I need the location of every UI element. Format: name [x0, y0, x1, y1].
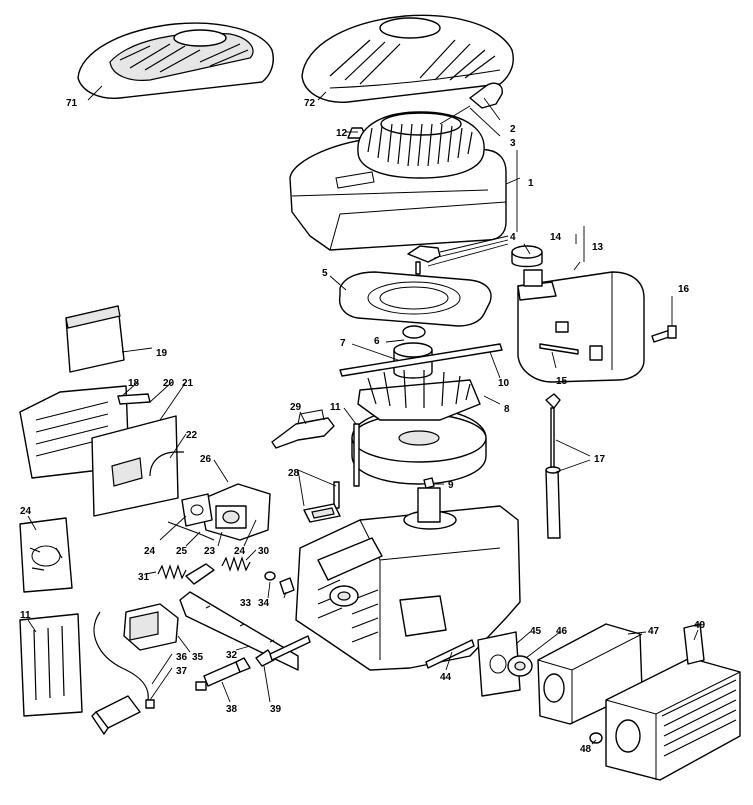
callout-13: 13: [592, 242, 604, 253]
starter-pawls-4: [407, 245, 441, 275]
callout-24-b: 24: [234, 546, 246, 557]
callout-8: 8: [504, 404, 510, 415]
callout-72: 72: [304, 98, 316, 109]
exhaust-plate-46: [507, 655, 533, 677]
exhaust-stud-44: [425, 639, 475, 669]
leader-lines: [27, 85, 699, 745]
callout-44: 44: [440, 672, 452, 683]
dipstick-17: [545, 393, 561, 539]
callout-31: 31: [138, 572, 150, 583]
callout-46: 46: [556, 626, 568, 637]
callout-38: 38: [226, 704, 238, 715]
flywheel-nut-6: [402, 325, 426, 339]
callout-6: 6: [374, 336, 380, 347]
callout-28: 28: [288, 468, 300, 479]
engine-block: [295, 487, 521, 671]
muffler-guard-49: [605, 623, 741, 781]
carburetor-gasket-24: [181, 493, 213, 527]
callout-10: 10: [498, 378, 510, 389]
callouts: 71 72 12 2 3 1 4 5 6 7 10 8 9 11 29 28 1…: [20, 98, 706, 755]
bracket-29: [271, 409, 335, 449]
screw-48: [589, 732, 603, 744]
callout-35: 35: [192, 652, 204, 663]
callout-29: 29: [290, 402, 302, 413]
gasket-set-24: [19, 517, 73, 593]
flywheel-screen-5: [338, 271, 492, 327]
callout-24-a: 24: [144, 546, 156, 557]
callout-11-b: 11: [20, 610, 31, 621]
callout-26: 26: [200, 454, 212, 465]
rod-10: [339, 343, 503, 377]
fuel-tank-13: [517, 269, 645, 383]
callout-21: 21: [182, 378, 194, 389]
callout-5: 5: [322, 268, 328, 279]
starter-handle-2: [439, 82, 503, 125]
spring-31: [157, 564, 187, 580]
fuel-fitting-15: [539, 343, 579, 355]
spring-30: [221, 556, 251, 572]
governor-link-25: [167, 521, 215, 541]
callout-49: 49: [694, 620, 706, 631]
callout-47: 47: [648, 626, 660, 637]
callout-19: 19: [156, 348, 168, 359]
lead-set-11: [19, 613, 83, 717]
ignition-coil-35: [123, 603, 179, 651]
callout-25: 25: [176, 546, 188, 557]
breather-tube-22: [149, 451, 184, 477]
air-filter-19: [65, 305, 125, 373]
callout-30: 30: [258, 546, 270, 557]
ignition-lead-36: [93, 611, 149, 701]
callout-20: 20: [163, 378, 175, 389]
callout-4: 4: [510, 232, 516, 243]
callout-16: 16: [678, 284, 690, 295]
callout-34: 34: [258, 598, 270, 609]
callout-3: 3: [510, 138, 516, 149]
callout-45: 45: [530, 626, 542, 637]
blower-housing-1: [289, 111, 507, 251]
fuel-cap-14: [511, 245, 543, 268]
callout-22: 22: [186, 430, 198, 441]
governor-lever: [185, 563, 215, 585]
callout-17: 17: [594, 454, 606, 465]
callout-2: 2: [510, 124, 516, 135]
callout-9: 9: [448, 480, 454, 491]
callout-24-c: 24: [20, 506, 32, 517]
callout-7: 7: [340, 338, 346, 349]
callout-71: 71: [66, 98, 78, 109]
callout-32: 32: [226, 650, 238, 661]
engine-cover-72: [301, 14, 514, 103]
stud-11: [353, 423, 360, 487]
callout-15: 15: [556, 376, 568, 387]
callout-36: 36: [176, 652, 188, 663]
flywheel-key-9: [423, 477, 435, 489]
spark-plug-38: [195, 657, 251, 691]
callout-12: 12: [336, 128, 348, 139]
callout-11: 11: [330, 402, 341, 413]
callout-1: 1: [528, 178, 534, 189]
spark-plug-boot-37: [91, 695, 155, 735]
brake-hardware-28: [303, 481, 341, 523]
engine-cover-71: [77, 22, 274, 99]
clip-34: [279, 577, 295, 595]
callout-23: 23: [204, 546, 216, 557]
carburetor-23: [199, 483, 271, 541]
callout-48: 48: [580, 744, 592, 755]
washer-33: [264, 571, 276, 581]
bolt-16: [651, 325, 677, 343]
air-filter-base-21: [91, 415, 179, 517]
callout-39: 39: [270, 704, 282, 715]
callout-37: 37: [176, 666, 188, 677]
callout-33: 33: [240, 598, 252, 609]
callout-14: 14: [550, 232, 562, 243]
bolt-39: [255, 635, 311, 667]
exhaust-gasket-45: [477, 631, 521, 697]
flywheel-8: [351, 369, 487, 485]
callout-18: 18: [128, 378, 140, 389]
